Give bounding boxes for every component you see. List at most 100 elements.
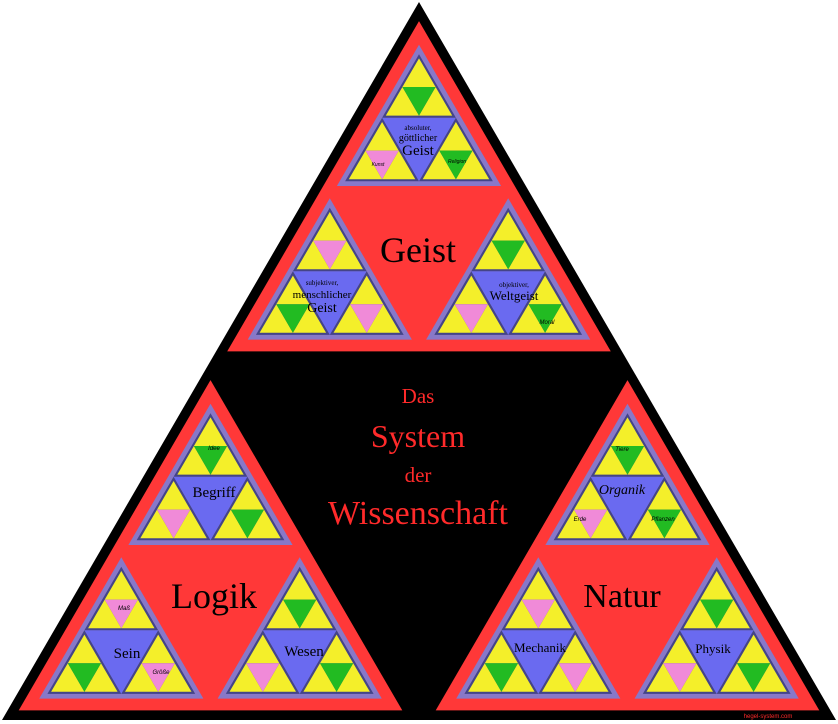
mini-triangle-cell [385,87,419,116]
logik-minor-groesse: Größe [152,670,170,676]
natur-sub-left: Mechanik [514,640,566,655]
mini-triangle-cell [67,634,101,664]
geist-minor-religion: Religion [448,159,466,165]
center-title: Das System der Wissenschaft [328,384,508,532]
mini-triangle-core [320,663,354,692]
center-title-line4: Wissenschaft [328,495,508,532]
mini-triangle-cell [193,417,228,446]
logik-sub-top: Begriff [192,485,235,501]
mini-triangle-cell [438,304,472,333]
mini-triangle-cell [348,150,383,180]
mini-triangle-cell [419,87,453,116]
mini-triangle-cell [590,509,624,539]
mini-triangle-cell [491,212,525,241]
center-title-line2: System [371,418,465,454]
geist-sub-left-line1: subjektiver, [306,279,339,287]
mini-triangle-cell [382,150,416,180]
mini-triangle-cell [88,599,122,629]
mini-triangle-cell [303,663,337,692]
mini-triangle-cell [663,634,697,664]
mini-triangle-core [230,509,264,539]
mini-triangle-cell [214,509,248,539]
natur-section-labels: Natur Organik Mechanik Physik Tiere Erde… [514,447,731,656]
mini-triangle-cell [230,481,264,510]
mini-triangle-cell [468,663,502,692]
mini-triangle-core [104,599,138,629]
mini-triangle-cell [610,417,645,446]
mini-triangle-core [313,240,347,270]
mini-triangle-cell [511,304,546,333]
mini-triangle-cell [329,240,363,270]
mini-triangle-cell [521,571,555,600]
mini-triangle-cell [229,663,263,692]
mini-triangle-cell [247,509,281,539]
mini-triangle-core [283,599,317,629]
mini-triangle-cell [259,304,293,333]
mini-triangle-cell [646,663,680,692]
geist-title: Geist [380,230,456,270]
mini-triangle-cell [683,599,717,629]
mini-triangle-core [157,509,191,539]
small-triangle-core [679,630,754,694]
mini-triangle-cell [484,634,518,664]
mini-triangle-cell [336,663,370,692]
mini-triangle-cell [528,275,562,305]
mini-triangle-core [700,599,734,629]
mini-triangle-cell [158,663,192,692]
mini-triangle-cell [51,663,85,692]
geist-sub-top-line3: Geist [402,143,434,159]
mini-triangle-cell [276,275,310,305]
logik-minor-idee: Idee [208,446,220,452]
mini-triangle-core [484,663,518,692]
mini-triangle-cell [350,275,384,305]
mini-triangle-cell [508,240,542,270]
mini-triangle-cell [439,122,473,151]
geist-sub-right-line2: Weltgeist [490,288,539,303]
mini-triangle-core [350,304,384,333]
natur-minor-pflanzen: Pflanzen [651,517,675,523]
mini-triangle-cell [575,663,609,692]
center-title-line1: Das [402,384,435,408]
mini-triangle-cell [664,509,698,539]
mini-triangle-cell [679,663,713,692]
mini-triangle-cell [631,509,665,539]
mini-triangle-cell [320,634,354,664]
mini-triangle-cell [454,275,488,305]
mini-triangle-cell [141,634,175,664]
logik-minor-mass: Maß [118,606,130,612]
geist-section-labels: Geist absoluter, göttlicher Geist subjek… [293,124,555,326]
mini-triangle-cell [455,150,490,180]
mini-triangle-cell [700,571,734,600]
mini-triangle-cell [173,509,207,539]
mini-triangle-core [246,663,280,692]
natur-sub-top: Organik [599,483,646,498]
small-triangle-core [292,271,367,335]
mini-triangle-core [610,446,645,475]
mini-triangle-cell [266,599,300,629]
mini-triangle-cell [574,481,608,510]
small-triangle-core [501,630,576,694]
mini-triangle-cell [475,240,509,270]
small-triangle-core [590,476,665,541]
mini-triangle-core [276,304,310,333]
mini-triangle-cell [177,446,211,475]
mini-triangle-cell [104,571,138,600]
mini-triangle-cell [262,663,296,692]
mini-triangle-cell [538,599,572,629]
geist-minor-moral: Moral [539,320,555,326]
mini-triangle-cell [627,446,661,475]
mini-triangle-cell [558,634,592,664]
natur-title: Natur [583,578,661,615]
small-triangle-core [262,630,337,694]
center-title-line3: der [405,463,432,487]
geist-sub-left-line3: Geist [307,301,337,316]
natur-sub-right: Physik [695,641,731,656]
mini-triangle-cell [313,212,347,241]
mini-triangle-core [558,663,592,692]
small-triangle-core [382,117,456,182]
mini-triangle-cell [737,634,771,664]
small-triangle-core [173,476,248,541]
natur-minor-tiere: Tiere [615,447,629,453]
mini-triangle-core [402,87,436,116]
mini-triangle-core [521,599,555,629]
